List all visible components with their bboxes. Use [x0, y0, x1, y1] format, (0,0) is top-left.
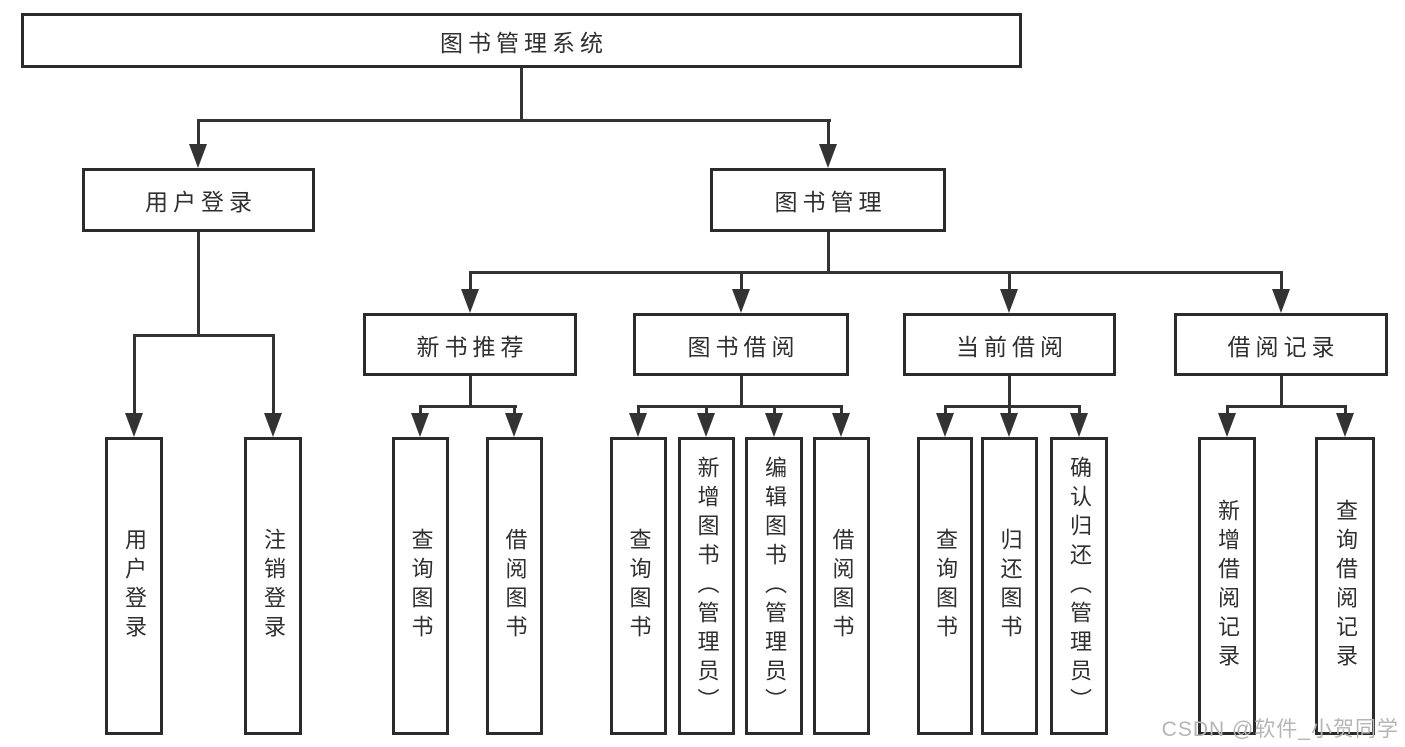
- leaf-label: 查询图书: [408, 528, 434, 644]
- connector-line: [197, 231, 200, 336]
- arrow-down-icon: [765, 413, 783, 437]
- node-current-borrow: 当前借阅: [903, 313, 1116, 376]
- connector-line: [1280, 271, 1283, 293]
- node-label: 当前借阅: [956, 333, 1068, 360]
- connector-line: [827, 119, 830, 149]
- arrow-down-icon: [1218, 413, 1236, 437]
- connector-line: [1078, 405, 1081, 418]
- connector-line: [272, 334, 275, 418]
- leaf-label: 查询图书: [626, 528, 652, 644]
- connector-line: [419, 405, 517, 408]
- arrow-down-icon: [125, 413, 143, 437]
- arrow-down-icon: [189, 144, 207, 168]
- node-label: 图书管理: [774, 189, 887, 215]
- leaf-label: 新增借阅记录: [1215, 499, 1240, 673]
- node-book-borrow: 图书借阅: [633, 313, 849, 376]
- leaf-label: 编辑图书（管理员）: [762, 455, 787, 717]
- arrow-down-icon: [411, 413, 429, 437]
- arrow-down-icon: [1336, 413, 1354, 437]
- connector-line: [740, 376, 743, 407]
- leaf-label: 查询借阅记录: [1333, 499, 1358, 673]
- connector-line: [840, 405, 843, 418]
- connector-line: [1280, 376, 1283, 407]
- arrow-down-icon: [629, 413, 647, 437]
- connector-line: [1226, 405, 1229, 418]
- leaf-label: 确认归还（管理员）: [1067, 455, 1092, 717]
- connector-line: [827, 231, 830, 273]
- connector-line: [1344, 405, 1347, 418]
- connector-line: [469, 376, 472, 407]
- leaf-current-confirm-return-admin: 确认归还（管理员）: [1050, 437, 1108, 735]
- connector-line: [133, 334, 136, 418]
- connector-line: [637, 405, 640, 418]
- leaf-borrow-borrow-books: 借阅图书: [813, 437, 870, 735]
- leaf-current-return-books: 归还图书: [981, 437, 1038, 735]
- connector-line: [773, 405, 776, 418]
- connector-line: [740, 271, 743, 293]
- connector-line: [705, 405, 708, 418]
- arrow-down-icon: [1272, 289, 1290, 313]
- connector-line: [1008, 376, 1011, 407]
- node-label: 用户登录: [145, 189, 257, 215]
- connector-line: [419, 405, 422, 418]
- connector-line: [1226, 405, 1346, 408]
- connector-line: [197, 119, 831, 122]
- leaf-user-login: 用户登录: [105, 437, 163, 735]
- leaf-borrow-add-books-admin: 新增图书（管理员）: [678, 437, 735, 735]
- arrow-down-icon: [505, 413, 523, 437]
- arrow-down-icon: [461, 289, 479, 313]
- connector-line: [944, 405, 947, 418]
- watermark: CSDN @软件_小贺同学: [1161, 718, 1399, 741]
- leaf-label: 归还图书: [997, 528, 1023, 644]
- node-book-management: 图书管理: [710, 168, 946, 232]
- leaf-recommend-borrow-books: 借阅图书: [486, 437, 543, 735]
- arrow-down-icon: [1000, 413, 1018, 437]
- leaf-recommend-query-books: 查询图书: [392, 437, 449, 735]
- leaf-records-add-record: 新增借阅记录: [1198, 437, 1256, 735]
- leaf-current-query-books: 查询图书: [917, 437, 973, 735]
- connector-line: [1008, 271, 1011, 293]
- leaf-label: 借阅图书: [829, 528, 855, 644]
- connector-line: [469, 271, 1283, 274]
- connector-line: [1008, 405, 1011, 418]
- node-label: 新书推荐: [416, 333, 529, 360]
- leaf-records-query-record: 查询借阅记录: [1315, 437, 1375, 735]
- node-user-login: 用户登录: [82, 168, 315, 232]
- leaf-borrow-edit-books-admin: 编辑图书（管理员）: [745, 437, 803, 735]
- node-label: 图书管理系统: [440, 29, 608, 56]
- leaf-label: 用户登录: [122, 528, 147, 644]
- node-label: 图书借阅: [687, 333, 800, 360]
- arrow-down-icon: [819, 144, 837, 168]
- node-root-system: 图书管理系统: [21, 13, 1022, 68]
- leaf-label: 新增图书（管理员）: [694, 455, 720, 717]
- node-borrow-records: 借阅记录: [1174, 313, 1388, 376]
- leaf-borrow-query-books: 查询图书: [610, 437, 667, 735]
- leaf-logout: 注销登录: [244, 437, 302, 735]
- leaf-label: 查询图书: [933, 528, 958, 644]
- connector-line: [197, 119, 200, 149]
- arrow-down-icon: [732, 289, 750, 313]
- arrow-down-icon: [264, 413, 282, 437]
- arrow-down-icon: [1000, 289, 1018, 313]
- node-label: 借阅记录: [1227, 333, 1340, 360]
- node-new-book-recommend: 新书推荐: [363, 313, 577, 376]
- arrow-down-icon: [697, 413, 715, 437]
- connector-line: [513, 405, 516, 418]
- arrow-down-icon: [832, 413, 850, 437]
- leaf-label: 注销登录: [261, 528, 286, 644]
- connector-line: [637, 405, 843, 408]
- connector-line: [520, 68, 523, 121]
- leaf-label: 借阅图书: [502, 528, 528, 644]
- connector-line: [133, 334, 275, 337]
- connector-line: [944, 405, 1081, 408]
- arrow-down-icon: [1070, 413, 1088, 437]
- arrow-down-icon: [936, 413, 954, 437]
- connector-line: [469, 271, 472, 293]
